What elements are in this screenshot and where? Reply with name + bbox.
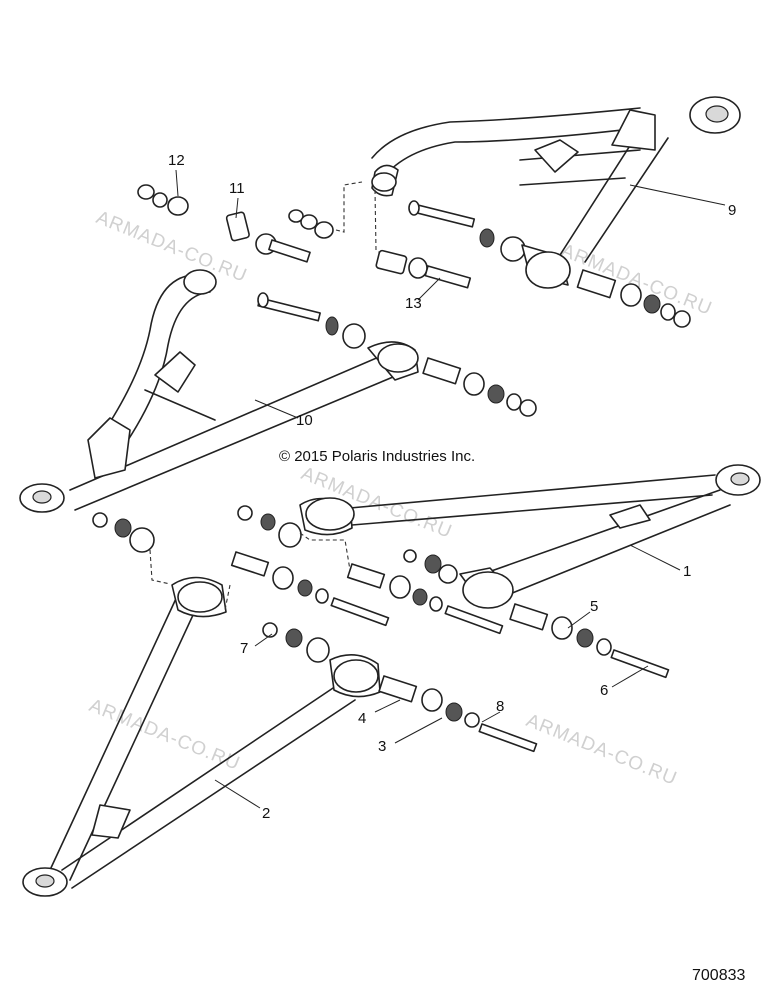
part-9-hardware [408,200,691,328]
part-11-hardware [225,181,363,263]
part-10-upper-a-arm [19,269,419,513]
callout-11: 11 [229,180,245,197]
part-2-lower-a-arm [22,549,381,897]
callout-10: 10 [296,412,313,429]
copyright-text: © 2015 Polaris Industries Inc. [279,448,475,465]
leader-lines [175,169,726,809]
callout-6: 6 [600,682,608,699]
part-2-hardware [92,512,538,753]
watermark-5: ARMADA-CO.RU [523,710,680,790]
callout-1: 1 [683,563,691,580]
callout-8: 8 [496,698,504,715]
callout-13: 13 [405,295,422,312]
part-10-hardware [257,292,537,417]
part-1-lower-a-arm [299,464,761,609]
callout-9: 9 [728,202,736,219]
callout-2: 2 [262,805,270,822]
callout-labels: 12 11 13 9 10 1 2 4 3 8 5 6 7 [168,152,736,822]
part-12-hardware [137,184,189,216]
callout-3: 3 [378,738,386,755]
part-9-upper-a-arm [371,96,741,263]
callout-4: 4 [358,710,366,727]
diagram-id: 700833 [692,967,745,984]
callout-5: 5 [590,598,598,615]
part-1-hardware [237,505,670,679]
watermark-4: ARMADA-CO.RU [86,695,243,775]
callout-12: 12 [168,152,185,169]
callout-7: 7 [240,640,248,657]
part-13-hardware [374,189,472,289]
